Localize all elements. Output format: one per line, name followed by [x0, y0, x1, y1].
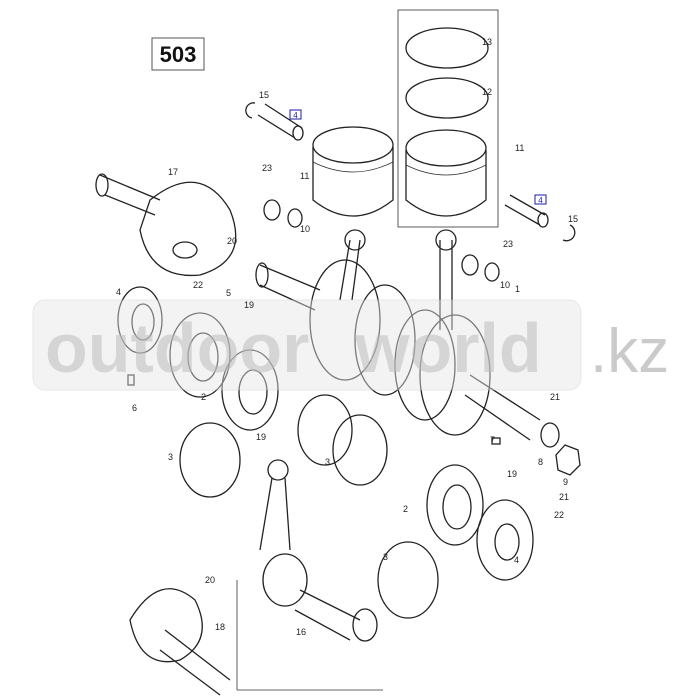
- callout-11: 11: [300, 171, 309, 181]
- page-number: 503: [160, 42, 197, 67]
- washer-right: [540, 422, 560, 448]
- piston-left: [312, 126, 394, 217]
- o-ring-lower: [377, 541, 439, 619]
- callout-19: 19: [244, 300, 254, 310]
- callout-20: 20: [227, 236, 237, 246]
- callout-19: 19: [256, 432, 266, 442]
- needle-bearing-right: [461, 254, 500, 282]
- watermark-text-kz: .kz: [590, 317, 669, 386]
- piston-ring-second: [405, 77, 489, 119]
- callout-1: 1: [515, 284, 520, 294]
- piston-ring-top: [405, 27, 489, 69]
- callout-2: 2: [403, 504, 408, 514]
- watermark-text-world: world: [354, 309, 542, 387]
- crankshaft-assembly: [255, 229, 541, 441]
- reference-box-left[interactable]: 4: [289, 109, 302, 120]
- o-ring-left: [179, 422, 241, 498]
- circlip-right: [562, 224, 576, 242]
- watermark: outdoor world .kz: [32, 299, 669, 391]
- callout-6: 6: [132, 403, 137, 413]
- callout-4: 4: [514, 555, 519, 565]
- callout-labels: 1 2 2 3 3 3 4 4 5 6 7 8 9 10 10 11 11 12…: [116, 37, 578, 637]
- callout-4: 4: [116, 287, 121, 297]
- oil-seal-right: [476, 499, 534, 581]
- callout-10: 10: [300, 224, 310, 234]
- connecting-rod-assembly: [236, 459, 383, 691]
- circlip-left: [245, 102, 256, 119]
- callout-12: 12: [482, 87, 492, 97]
- dowel-pin: [127, 374, 135, 386]
- o-ring-mid-b: [332, 414, 388, 486]
- callout-3: 3: [168, 452, 173, 462]
- key-right: [491, 437, 501, 445]
- callout-8: 8: [538, 457, 543, 467]
- callout-15: 15: [568, 214, 578, 224]
- callout-18: 18: [215, 622, 225, 632]
- callout-22: 22: [554, 510, 564, 520]
- oil-seal-left-inner: [221, 349, 279, 431]
- needle-bearing-left: [263, 199, 303, 228]
- callout-23: 23: [503, 239, 513, 249]
- callout-3: 3: [325, 457, 330, 467]
- callout-16: 16: [296, 627, 306, 637]
- callout-9: 9: [563, 477, 568, 487]
- piston-kit-frame: [397, 9, 499, 228]
- reference-box-right[interactable]: 4: [534, 194, 547, 205]
- callout-15: 15: [259, 90, 269, 100]
- callout-21: 21: [550, 392, 560, 402]
- nut-right: [555, 444, 581, 476]
- callout-22: 22: [193, 280, 203, 290]
- watermark-text-outdoor: outdoor: [45, 309, 309, 387]
- callout-2: 2: [201, 392, 206, 402]
- callout-11: 11: [515, 143, 524, 153]
- callout-10: 10: [500, 280, 510, 290]
- callout-21: 21: [559, 492, 569, 502]
- piston-right: [405, 129, 487, 217]
- svg-text:4: 4: [538, 196, 543, 205]
- callout-3: 3: [383, 552, 388, 562]
- svg-text:4: 4: [293, 111, 298, 120]
- callout-23: 23: [262, 163, 272, 173]
- callout-19: 19: [507, 469, 517, 479]
- oil-seal-left: [117, 286, 163, 354]
- page-number-box: 503: [151, 37, 205, 71]
- crankshaft-half-upper: [95, 173, 237, 277]
- callout-20: 20: [205, 575, 215, 585]
- callout-7: 7: [490, 435, 495, 445]
- piston-pin-right: [504, 194, 549, 228]
- callout-17: 17: [168, 167, 178, 177]
- callout-13: 13: [482, 37, 492, 47]
- piston-pin-left: [257, 103, 304, 141]
- ball-bearing-left: [169, 312, 231, 398]
- o-ring-mid-a: [297, 394, 353, 466]
- ball-bearing-right: [426, 464, 484, 546]
- crankshaft-half-lower: [129, 588, 231, 696]
- callout-5: 5: [226, 288, 231, 298]
